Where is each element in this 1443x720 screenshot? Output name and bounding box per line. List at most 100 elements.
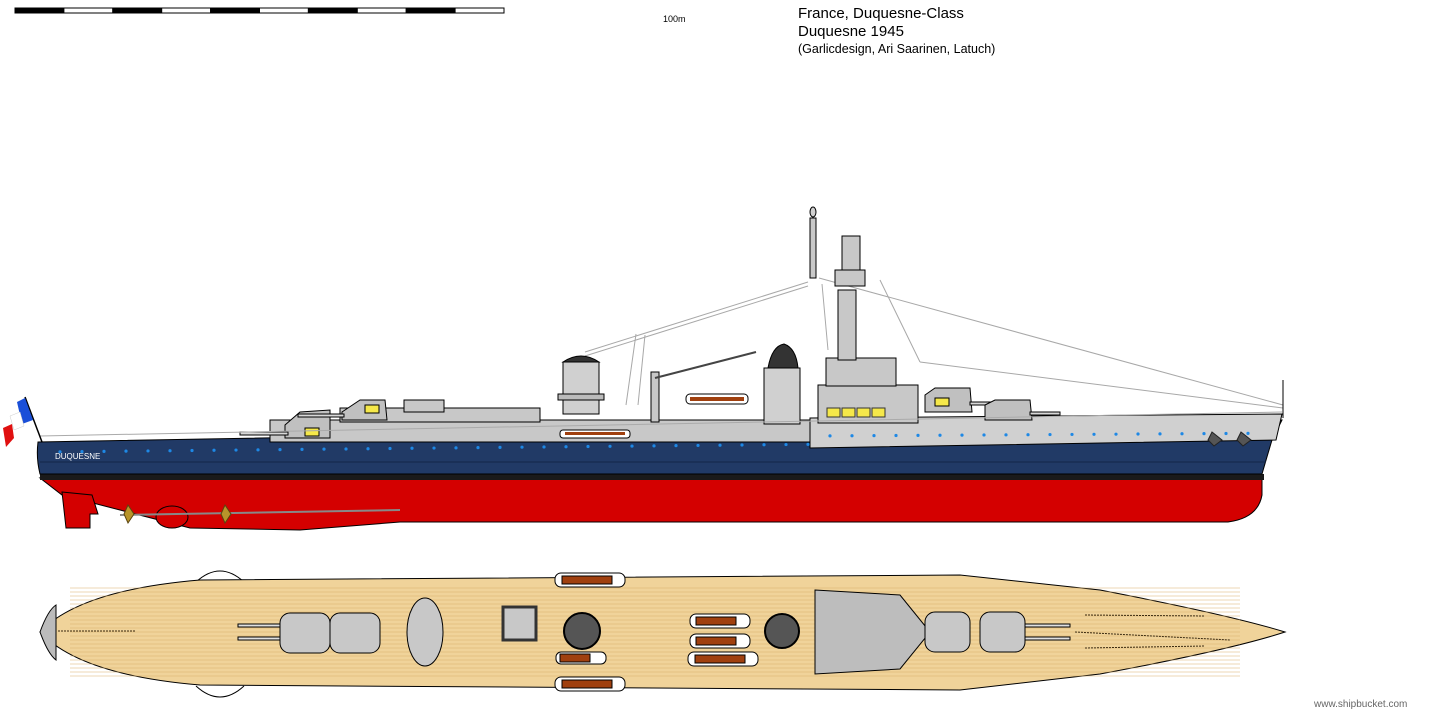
bridge-windows <box>826 407 886 418</box>
title-line-3: (Garlicdesign, Ari Saarinen, Latuch) <box>798 42 996 56</box>
aircraft-catapult-wheels <box>195 570 245 698</box>
hull-name-text: DUQUESNE <box>55 452 100 461</box>
porthole <box>80 449 84 454</box>
porthole <box>102 449 106 453</box>
scale-bar-segment <box>63 7 114 14</box>
funnel-fwd <box>763 343 801 425</box>
porthole <box>476 446 480 450</box>
stern-cap <box>39 604 57 662</box>
scale-bar-segment <box>405 7 456 14</box>
rigging <box>584 277 1284 409</box>
porthole <box>454 446 458 450</box>
anchor-chains <box>58 614 1231 649</box>
credit-link[interactable]: www.shipbucket.com <box>1314 699 1408 710</box>
porthole <box>960 433 964 437</box>
rudder <box>61 491 99 529</box>
porthole <box>410 446 414 450</box>
porthole <box>168 449 172 453</box>
porthole <box>498 445 502 449</box>
porthole <box>58 450 62 454</box>
scale-bar-segment <box>259 7 309 14</box>
porthole <box>300 447 304 451</box>
title-line-1: France, Duquesne-Class <box>798 5 964 22</box>
porthole <box>652 444 656 448</box>
porthole <box>520 445 524 449</box>
funnel-aft <box>557 355 605 415</box>
porthole <box>1202 432 1206 436</box>
porthole <box>256 448 260 452</box>
porthole <box>630 444 634 448</box>
aft-superstructure <box>269 399 811 443</box>
portholes <box>58 431 1250 454</box>
scale-bar-segment <box>161 7 212 14</box>
porthole <box>432 446 436 450</box>
porthole <box>1004 433 1008 437</box>
scale-bar-segment <box>14 7 65 14</box>
porthole <box>124 449 128 453</box>
porthole <box>1026 433 1030 437</box>
porthole <box>1136 432 1140 436</box>
skeg <box>155 505 189 529</box>
scale-bar-segment <box>356 7 407 14</box>
porthole <box>564 445 568 449</box>
propeller-fwd <box>220 503 232 525</box>
bridge-tower <box>809 206 919 424</box>
aircraft-platform <box>406 597 444 667</box>
boot-topping <box>40 474 1264 480</box>
porthole <box>190 448 194 453</box>
porthole <box>278 448 282 452</box>
porthole <box>366 447 370 451</box>
porthole <box>762 443 766 447</box>
flagstaff <box>24 396 43 443</box>
scale-bar-segment <box>307 7 358 14</box>
funnel-top-fwd <box>764 613 800 649</box>
porthole <box>938 433 942 437</box>
porthole <box>718 443 722 447</box>
porthole <box>322 447 326 451</box>
turret-top-aft <box>237 612 381 654</box>
hull-lower-red <box>38 477 1263 531</box>
scale-bar <box>14 7 505 14</box>
porthole <box>806 442 810 446</box>
porthole <box>916 433 920 437</box>
porthole <box>542 445 546 449</box>
porthole <box>1070 432 1074 437</box>
porthole <box>234 448 238 452</box>
porthole <box>212 448 216 452</box>
porthole <box>828 434 832 438</box>
scale-bar-segment <box>112 7 163 14</box>
porthole <box>1158 432 1162 436</box>
bridge-top <box>814 589 931 675</box>
side-profile: DUQUESNE <box>3 206 1284 531</box>
porthole <box>894 433 898 438</box>
porthole <box>344 447 348 451</box>
boats-side <box>559 393 749 439</box>
porthole <box>696 443 700 448</box>
porthole <box>1246 431 1250 435</box>
scale-bar-label: 100m <box>663 14 686 24</box>
scale-bar-segment <box>454 7 505 14</box>
porthole <box>1180 432 1184 436</box>
porthole <box>1114 432 1118 436</box>
boats-top <box>554 572 759 692</box>
porthole <box>872 434 876 438</box>
scale-bar-segment <box>210 7 261 14</box>
porthole <box>674 444 678 448</box>
turret-top-fwd <box>924 611 1071 653</box>
anchors <box>1207 431 1252 447</box>
propeller-aft <box>123 503 135 525</box>
turret-aft-x <box>297 399 388 421</box>
porthole <box>388 446 392 451</box>
title-line-2: Duquesne 1945 <box>798 23 904 40</box>
porthole <box>1048 432 1052 437</box>
porthole <box>740 443 744 447</box>
porthole <box>1224 431 1228 436</box>
porthole <box>784 442 788 447</box>
french-flag <box>3 398 33 447</box>
crane <box>650 351 757 423</box>
porthole <box>850 434 854 438</box>
porthole <box>146 449 150 453</box>
porthole <box>586 444 590 449</box>
porthole <box>608 444 612 448</box>
